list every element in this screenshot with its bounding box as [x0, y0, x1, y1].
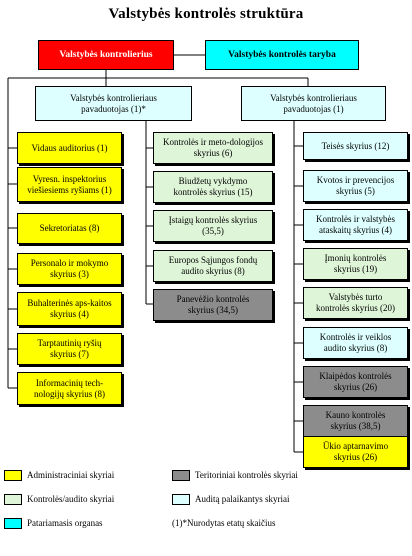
territorial-unit: Klaipėdos kontrolės skyrius (26): [303, 366, 408, 398]
state-control-board-box: Valstybės kontrolės taryba: [205, 40, 359, 70]
control-audit-unit: Biudžetų vykdymo kontrolės skyrius (15): [153, 171, 273, 203]
deputy-left-box: Valstybės kontrolieriaus pavaduotojas (1…: [35, 86, 192, 121]
legend-label-territorial: Teritoriniai kontrolės skyriai: [195, 470, 298, 480]
legend-swatch-audit-support: [172, 494, 190, 505]
legend-swatch-administrative: [4, 470, 22, 481]
audit-support-unit: Teisės skyrius (12): [303, 132, 408, 160]
deputy-right-box: Valstybės kontrolieriaus pavaduotojas (1…: [241, 86, 386, 121]
legend-note: (1)*Nurodytas etatų skaičius: [172, 518, 276, 528]
legend-label-administrative: Administraciniai skyriai: [27, 470, 115, 480]
audit-support-unit: Kontrolės ir veiklos audito skyrius (8): [303, 327, 408, 359]
territorial-unit: Kauno kontrolės skyrius (38,5): [303, 405, 408, 437]
audit-support-unit: Kontrolės ir valstybės ataskaitų skyrius…: [303, 209, 408, 241]
territorial-unit: Panevėžio kontrolės skyrius (34,5): [153, 289, 273, 321]
legend-label-advisory: Patariamasis organas: [27, 518, 103, 528]
control-audit-unit: Valstybės turto kontrolės skyrius (20): [303, 287, 408, 319]
admin-unit: Vyresn. inspektorius viešiesiems ryšiams…: [17, 167, 122, 202]
legend-swatch-territorial: [172, 470, 190, 481]
control-audit-unit: Kontrolės ir meto-dologijos skyrius (6): [153, 132, 273, 164]
admin-unit: Informacinių tech- nologijų skyrius (8): [17, 372, 122, 405]
admin-unit: Vidaus auditorius (1): [17, 132, 122, 164]
admin-unit: Buhalterinės aps-kaitos skyrius (4): [17, 292, 122, 326]
control-audit-unit: Europos Sąjungos fondų audito skyrius (8…: [153, 250, 273, 282]
legend-label-control-audit: Kontrolės/audito skyriai: [27, 494, 115, 504]
audit-support-unit: Kvotos ir prevencijos skyrius (5): [303, 170, 408, 202]
legend-swatch-control-audit: [4, 494, 22, 505]
control-audit-unit: Įstaigų kontrolės skyrius (35,5): [153, 210, 273, 242]
diagram-title: Valstybės kontrolės struktūra: [108, 6, 304, 22]
admin-unit: Sekretoriatas (8): [17, 213, 122, 244]
control-audit-unit: Įmonių kontrolės skyrius (19): [303, 248, 408, 280]
admin-unit: Ūkio aptarnavimo skyrius (26): [303, 436, 408, 468]
legend-label-audit-support: Auditą palaikantys skyriai: [195, 494, 290, 504]
state-controller-box: Valstybės kontrolierius: [38, 40, 174, 70]
admin-unit: Tarptautinių ryšių skyrius (7): [17, 333, 122, 365]
admin-unit: Personalo ir mokymo skyrius (3): [17, 253, 122, 285]
legend-swatch-advisory: [4, 518, 22, 529]
